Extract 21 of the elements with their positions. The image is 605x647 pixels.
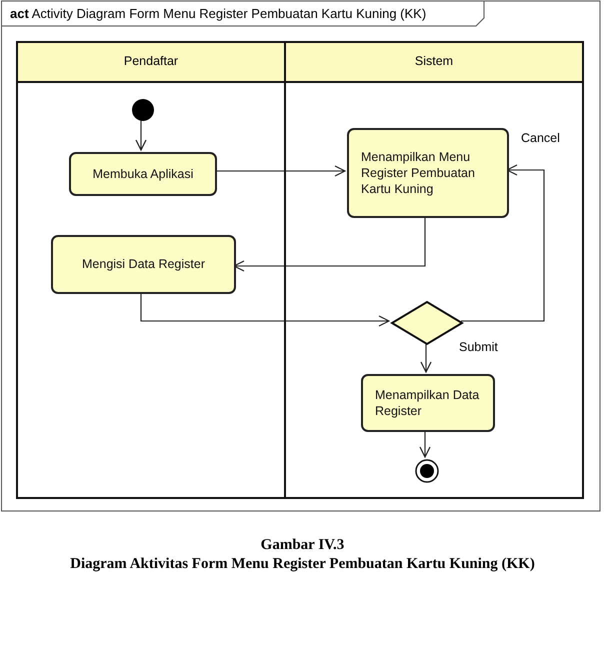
figure-number: Gambar IV.3 (260, 537, 344, 553)
final-node (415, 459, 439, 483)
edge-label: Submit (459, 340, 498, 354)
activity-box: Mengisi Data Register (51, 235, 236, 294)
arrow (420, 343, 432, 373)
activity-box: Menampilkan Data Register (361, 374, 495, 432)
activity-box: Menampilkan Menu Register Pembuatan Kartu Kuning (347, 128, 509, 218)
arrow (461, 164, 545, 322)
figure-caption: Diagram Aktivitas Form Menu Register Pembuatan Kartu Kuning (KK) (70, 556, 535, 572)
diagram-title: act Activity Diagram Form Menu Register Pembuatan Kartu Kuning (KK) (10, 6, 426, 21)
edge-label: Cancel (521, 131, 560, 145)
arrow (419, 430, 431, 458)
activity-box: Membuka Aplikasi (69, 152, 217, 196)
lane-title: Sistem (414, 54, 454, 68)
arrow (140, 292, 390, 327)
initial-node (132, 99, 154, 121)
swimlane (284, 41, 584, 499)
arrow (215, 165, 346, 177)
swimlane (16, 41, 286, 499)
lane-title: Pendaftar (122, 54, 180, 68)
arrow (135, 119, 147, 151)
